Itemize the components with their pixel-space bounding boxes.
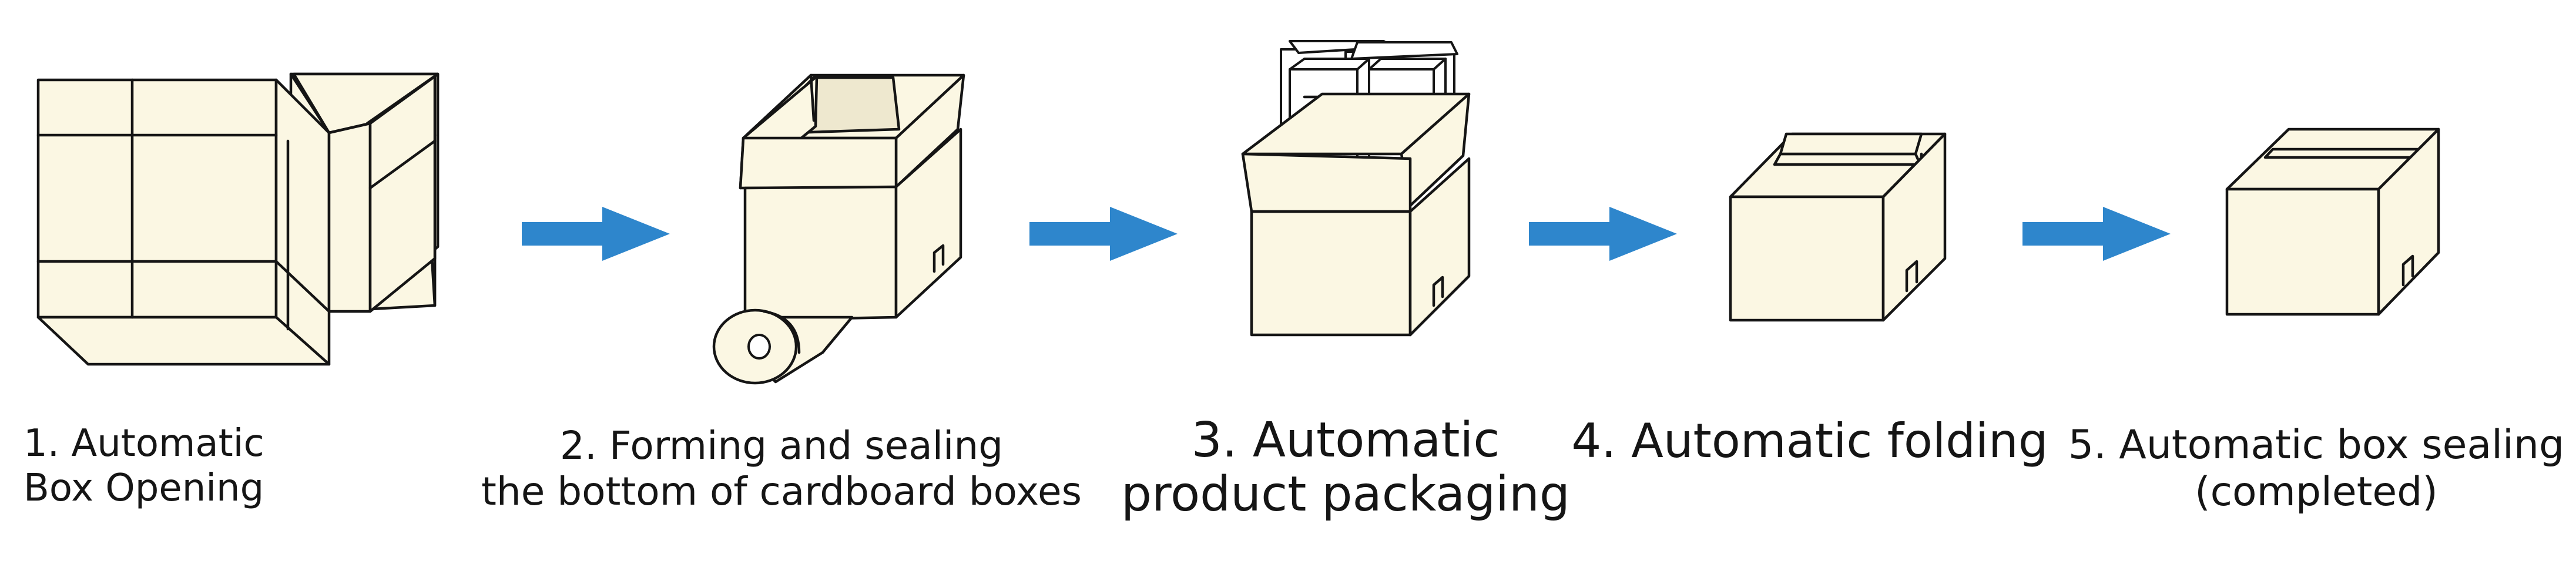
step-3-packed-products-box-icon <box>1241 40 1471 337</box>
step-1-label: 1. Automatic Box Opening <box>24 422 376 511</box>
step-5-line-2: (completed) <box>2195 469 2438 516</box>
step-2-line-1: 2. Forming and sealing <box>559 423 1004 468</box>
step-3-label: 3. Automatic product packaging <box>1105 414 1586 522</box>
step-1-line-1: 1. Automatic <box>24 422 264 465</box>
right-arrow-icon <box>522 207 670 261</box>
step-2-label: 2. Forming and sealing the bottom of car… <box>470 423 1093 515</box>
right-arrow-icon <box>1529 207 1677 261</box>
step-4-label: 4. Automatic folding <box>1557 414 2062 469</box>
step-5-line-1: 5. Automatic box sealing <box>2068 422 2565 468</box>
step-5-label: 5. Automatic box sealing (completed) <box>2057 422 2576 516</box>
step-5-sealed-box-icon <box>2225 127 2440 316</box>
step-3-line-1: 3. Automatic <box>1191 412 1500 468</box>
step-2-line-2: the bottom of cardboard boxes <box>481 468 1082 514</box>
step-1-line-2: Box Opening <box>24 466 264 510</box>
step-2-tape-roll-box-icon <box>712 73 965 385</box>
step-1-box-opening-icon <box>36 72 440 366</box>
right-arrow-icon <box>1029 207 1178 261</box>
right-arrow-icon <box>2022 207 2171 261</box>
step-3-line-2: product packaging <box>1121 466 1570 522</box>
step-4-folded-flaps-box-icon <box>1729 132 1947 322</box>
step-4-line-1: 4. Automatic folding <box>1571 414 2048 468</box>
